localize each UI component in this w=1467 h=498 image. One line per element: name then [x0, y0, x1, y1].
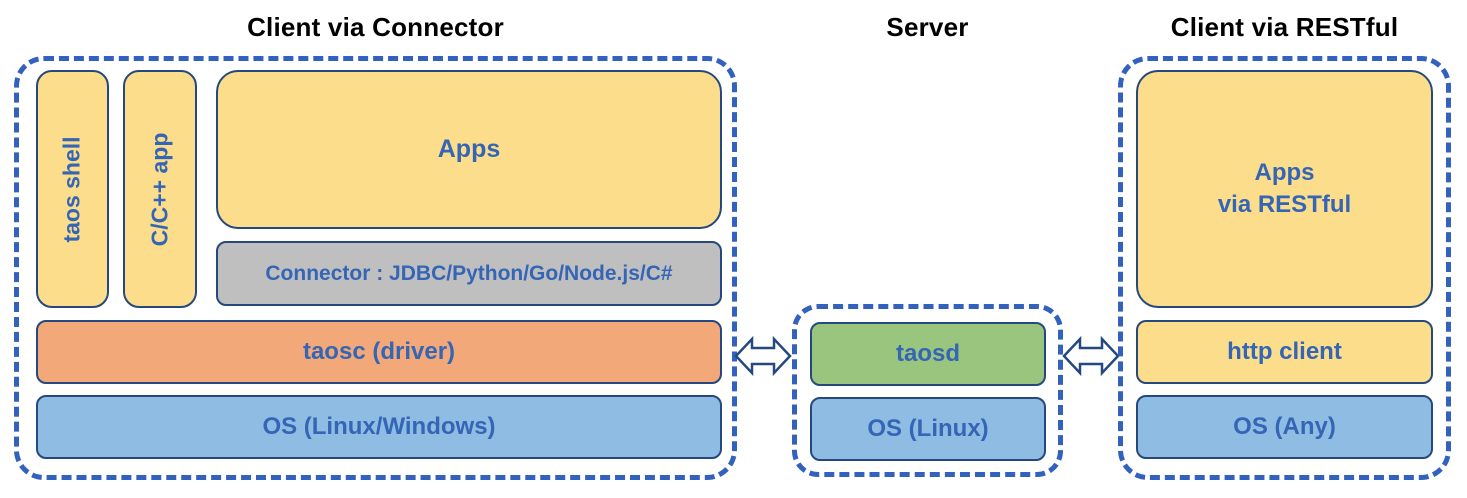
connector-label: Connector : JDBC/Python/Go/Node.js/C# — [265, 261, 673, 285]
client-restful-title: Client via RESTful — [1170, 12, 1399, 42]
os-linux-windows-label: OS (Linux/Windows) — [262, 413, 496, 440]
taosc-driver-box: taosc (driver) — [36, 320, 722, 384]
os-linux-box: OS (Linux) — [810, 397, 1046, 461]
client-restful-container — [1118, 56, 1451, 480]
apps-label: Apps — [437, 135, 501, 163]
taos-shell-label: taos shell — [59, 135, 86, 243]
client-connector-container — [14, 56, 737, 480]
bidirectional-arrow-icon-left — [734, 335, 792, 377]
taosc-driver-label: taosc (driver) — [302, 338, 456, 365]
os-linux-windows-box: OS (Linux/Windows) — [36, 395, 722, 459]
connector-box: Connector : JDBC/Python/Go/Node.js/C# — [216, 241, 722, 306]
apps-via-restful-box: Apps via RESTful — [1136, 70, 1433, 308]
os-any-box: OS (Any) — [1136, 395, 1433, 459]
taosd-label: taosd — [895, 340, 960, 367]
cpp-app-label: C/C++ app — [146, 132, 173, 246]
os-linux-label: OS (Linux) — [867, 415, 989, 442]
client-connector-title: Client via Connector — [247, 12, 504, 42]
taos-shell-box: taos shell — [36, 70, 109, 308]
apps-via-restful-label: Apps via RESTful — [1217, 158, 1352, 218]
server-title: Server — [886, 12, 969, 42]
cpp-app-box: C/C++ app — [123, 70, 197, 308]
taosd-box: taosd — [810, 322, 1046, 386]
apps-box: Apps — [216, 70, 722, 229]
bidirectional-arrow-icon-right — [1062, 335, 1120, 377]
server-container — [792, 304, 1063, 477]
http-client-box: http client — [1136, 320, 1433, 384]
http-client-label: http client — [1227, 338, 1342, 365]
os-any-label: OS (Any) — [1233, 413, 1336, 440]
